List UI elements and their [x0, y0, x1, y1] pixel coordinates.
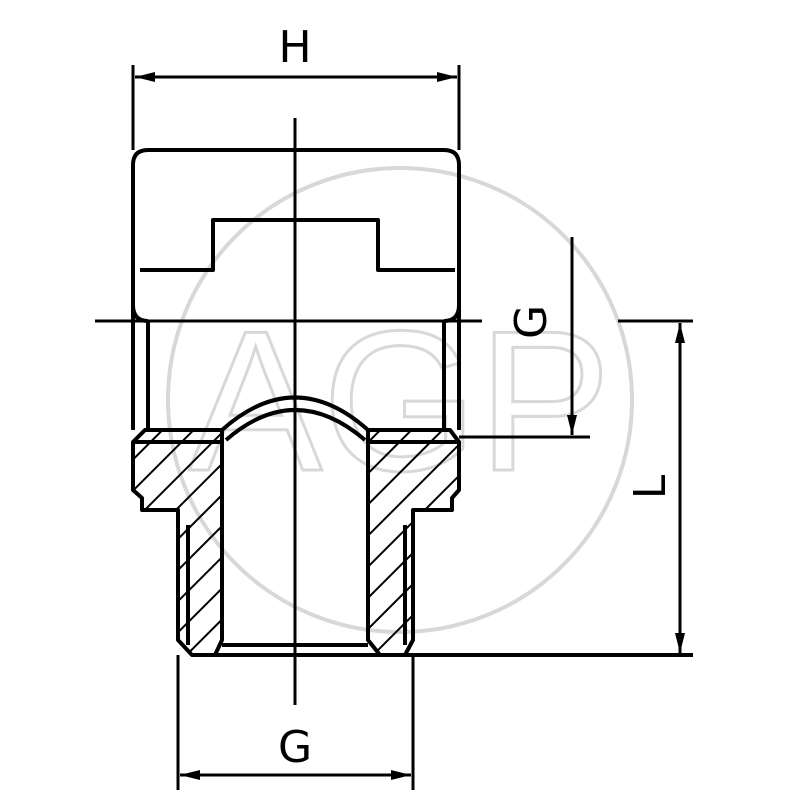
- h-label: H: [278, 22, 311, 73]
- g-side-label: G: [506, 305, 557, 339]
- section-right: [366, 428, 461, 657]
- hex-step: [140, 218, 455, 272]
- lower-body: [146, 321, 446, 430]
- section-left: [131, 428, 224, 657]
- g-bottom-label: G: [278, 722, 312, 773]
- l-label: L: [625, 474, 676, 499]
